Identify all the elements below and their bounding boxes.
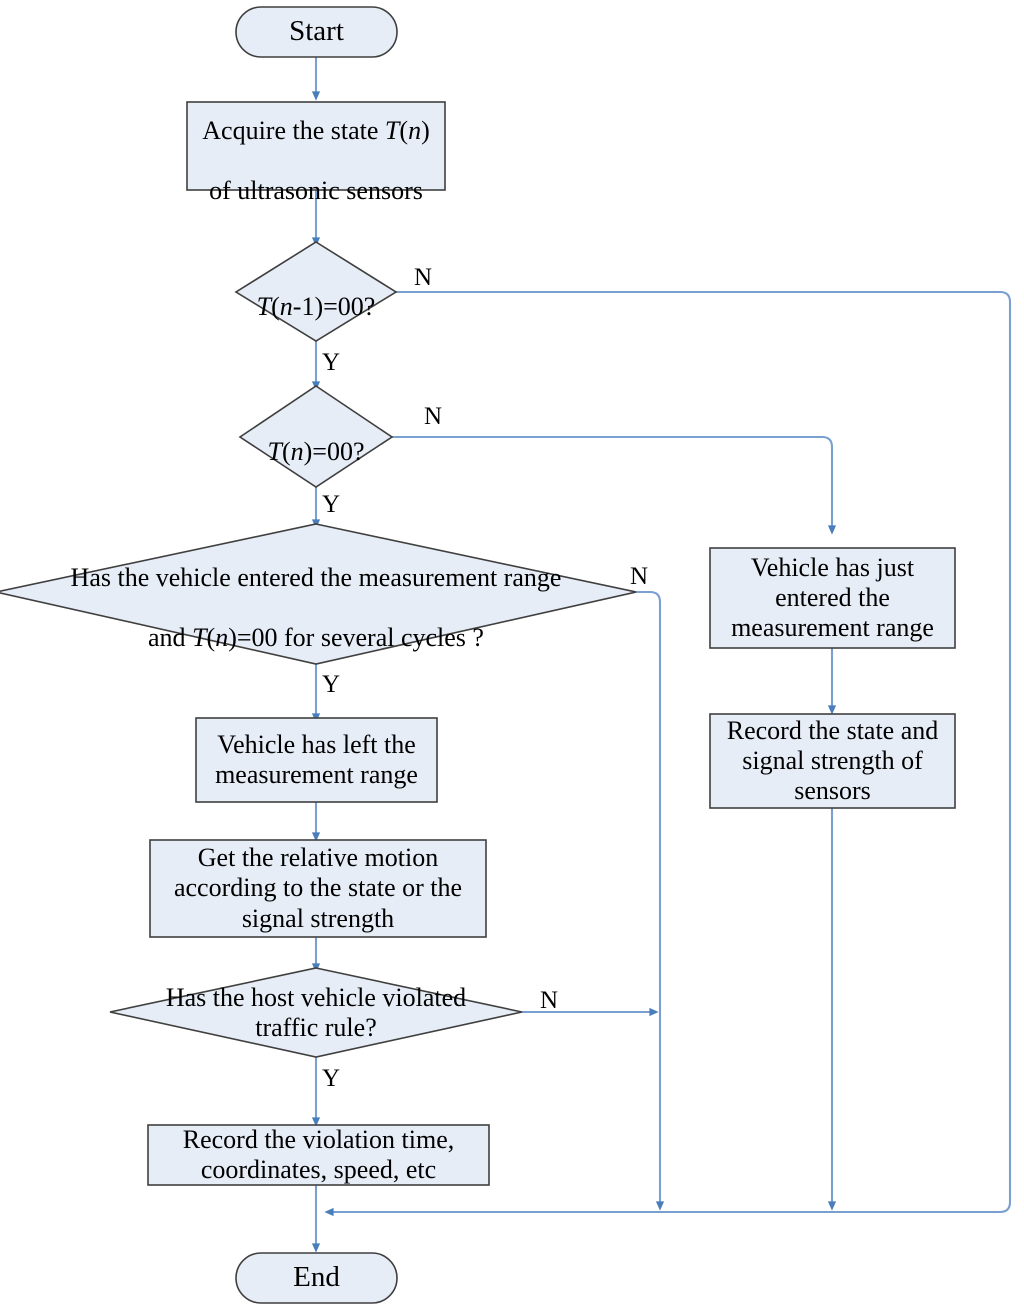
edge-label-dec-tn1-no: N <box>414 264 433 291</box>
node-has-left-shape <box>195 717 438 803</box>
edge-dec-entered-no <box>636 590 665 1211</box>
edge-dec-tn-no <box>382 435 837 535</box>
node-acquire-shape <box>186 101 446 191</box>
edge-label-dec-tn1-yes: Y <box>322 349 341 376</box>
node-dec-tn1-shape <box>234 241 398 342</box>
edge-label-dec-entered-no: N <box>630 563 649 590</box>
edge-label-dec-tn-yes: Y <box>322 491 341 518</box>
node-start-shape <box>235 6 398 58</box>
edge-label-dec-violated-yes: Y <box>322 1065 341 1092</box>
edge-dec-tn1-no <box>324 290 1012 1217</box>
node-dec-tn-shape <box>238 385 394 488</box>
edge-label-dec-violated-no: N <box>540 987 559 1014</box>
node-relative-shape <box>149 839 487 938</box>
edge-label-dec-tn-no: N <box>424 403 443 430</box>
node-dec-entered-shape <box>0 523 637 665</box>
node-end-shape <box>235 1252 398 1304</box>
node-record-violation-shape <box>147 1124 490 1186</box>
node-record-state-shape <box>709 713 956 809</box>
node-just-entered-shape <box>709 547 956 649</box>
edge-label-dec-entered-yes: Y <box>322 671 341 698</box>
node-dec-violated-shape <box>109 967 523 1058</box>
